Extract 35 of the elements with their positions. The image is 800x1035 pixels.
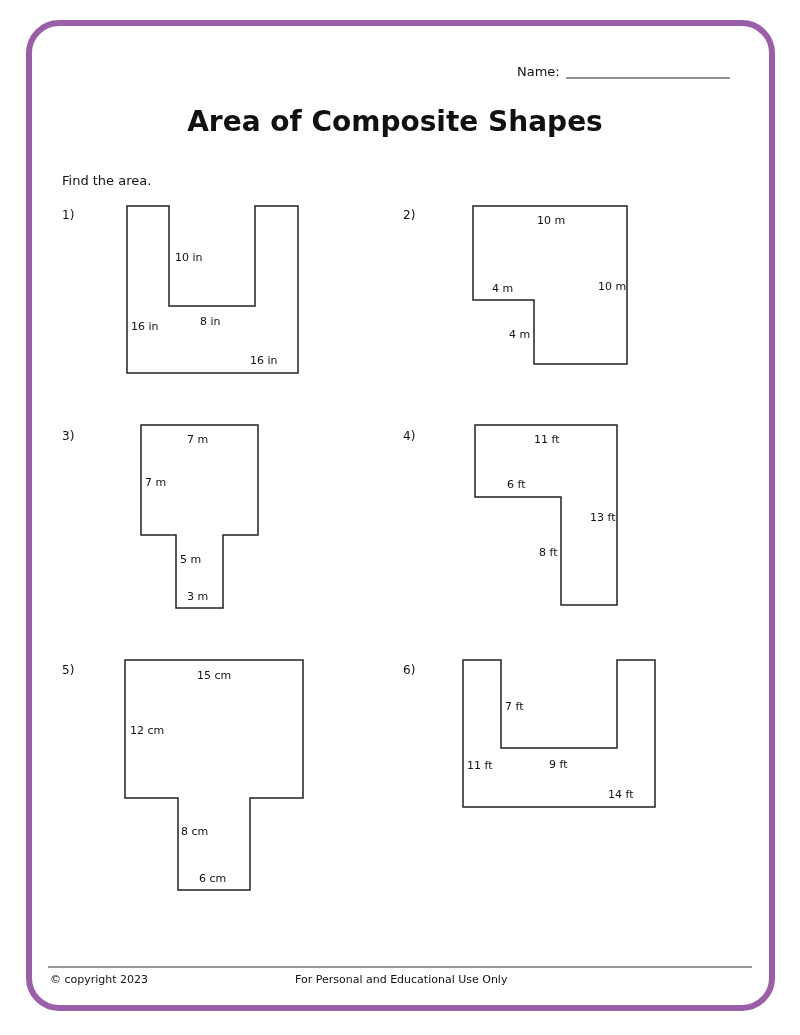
- dimension-label: 6 ft: [507, 477, 526, 491]
- dimension-label: 4 m: [509, 327, 531, 341]
- dimension-label: 7 m: [145, 475, 167, 489]
- problem-number: 3): [62, 429, 75, 443]
- dimension-label: 3 m: [187, 589, 209, 603]
- dimension-label: 12 cm: [130, 723, 165, 737]
- dimension-label: 10 m: [598, 279, 627, 293]
- dimension-label: 11 ft: [467, 758, 493, 772]
- dimension-label: 16 in: [131, 319, 159, 333]
- dimension-label: 7 ft: [505, 699, 524, 713]
- problem-number: 5): [62, 663, 75, 677]
- dimension-label: 10 in: [175, 250, 203, 264]
- problem-number: 2): [403, 208, 416, 222]
- dimension-label: 7 m: [187, 432, 209, 446]
- footer-text: For Personal and Educational Use Only: [295, 972, 508, 986]
- dimension-label: 4 m: [492, 281, 514, 295]
- dimension-label: 15 cm: [197, 668, 232, 682]
- name-label: Name:: [517, 63, 560, 79]
- dimension-label: 13 ft: [590, 510, 616, 524]
- problem-number: 4): [403, 429, 416, 443]
- dimension-label: 8 in: [200, 314, 221, 328]
- dimension-label: 8 ft: [539, 545, 558, 559]
- footer-text: © copyright 2023: [50, 972, 149, 986]
- dimension-label: 10 m: [537, 213, 566, 227]
- dimension-label: 8 cm: [181, 824, 209, 838]
- problem-number: 1): [62, 208, 75, 222]
- dimension-label: 9 ft: [549, 757, 568, 771]
- dimension-label: 6 cm: [199, 871, 227, 885]
- dimension-label: 14 ft: [608, 787, 634, 801]
- instruction: Find the area.: [62, 172, 152, 188]
- title: Area of Composite Shapes: [186, 104, 604, 138]
- dimension-label: 11 ft: [534, 432, 560, 446]
- dimension-label: 16 in: [250, 353, 278, 367]
- problem-number: 6): [403, 663, 416, 677]
- dimension-label: 5 m: [180, 552, 202, 566]
